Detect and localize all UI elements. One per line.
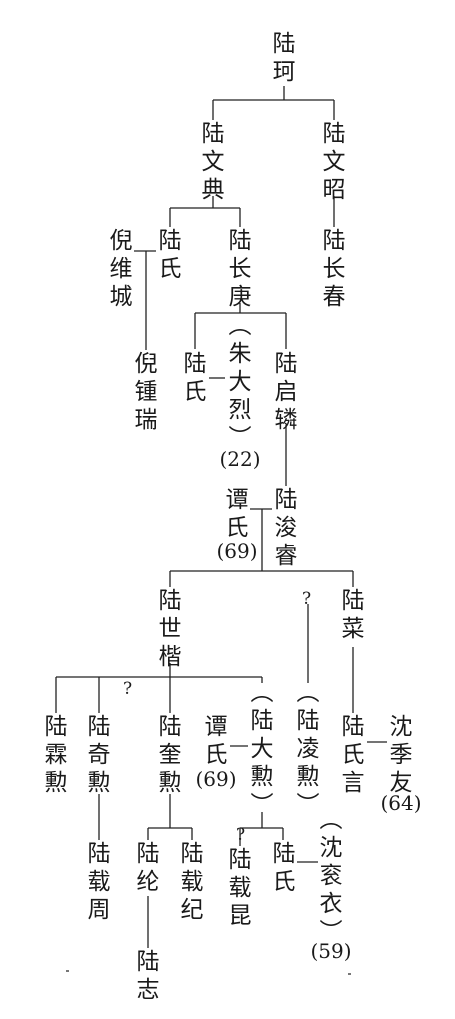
- person-lu-shi-1: 陆 氏: [158, 228, 182, 282]
- person-lu-lun: 陆 纶: [136, 841, 160, 895]
- person-zhu-dalie: ︵ 朱 大 烈 ︶: [228, 313, 252, 451]
- person-lu-wenzhao: 陆 文 昭: [322, 121, 346, 203]
- person-ni-zhongrui: 倪 锺 瑞: [134, 351, 158, 433]
- person-lu-changgeng: 陆 长 庚: [228, 228, 252, 310]
- question-mark-1: ?: [302, 589, 312, 609]
- person-lu-ke: 陆 珂: [272, 31, 296, 85]
- person-lu-shi-2: 陆 氏: [183, 351, 207, 405]
- person-ni-weicheng: 倪 维 城: [109, 228, 133, 310]
- person-lu-zaizhou: 陆 载 周: [87, 841, 111, 923]
- person-lu-daxun: ︵ 陆 大 勲 ︶: [250, 680, 274, 818]
- print-speck: [348, 973, 351, 975]
- print-speck: [66, 970, 69, 972]
- person-lu-rou: 陆 菜: [341, 588, 365, 642]
- person-lu-shi-3: 陆 氏: [272, 841, 296, 895]
- person-shen-gunyi: ︵ 沈 衮 衣 ︶: [319, 807, 343, 945]
- number-shen-gunyi: (59): [310, 939, 352, 963]
- person-lu-linxun: 陆 霖 勲: [44, 714, 68, 796]
- person-lu-zaikun: 陆 载 昆: [228, 847, 252, 929]
- person-shen-jiyou: 沈 季 友: [389, 714, 413, 796]
- person-lu-wendian: 陆 文 典: [201, 121, 225, 203]
- person-tan-shi-1: 谭 氏: [225, 487, 249, 541]
- number-shen-jiyou: (64): [380, 791, 422, 815]
- number-tan-shi-2: (69): [195, 767, 237, 791]
- person-lu-qilin: 陆 启 辚: [274, 351, 298, 433]
- person-lu-lingxun: ︵ 陆 凌 勲 ︶: [296, 680, 320, 818]
- person-lu-changchun: 陆 长 春: [322, 228, 346, 310]
- person-lu-zhi: 陆 志: [136, 949, 160, 1003]
- number-zhu-dalie: (22): [219, 447, 261, 471]
- question-mark-3: ?: [236, 825, 246, 845]
- person-tan-shi-2: 谭 氏: [204, 714, 228, 768]
- person-lu-shiyan: 陆 氏 言: [341, 714, 365, 796]
- person-lu-shijie: 陆 世 楷: [158, 588, 182, 670]
- question-mark-2: ?: [123, 679, 133, 699]
- person-lu-zaiji: 陆 载 纪: [180, 841, 204, 923]
- person-lu-junrui: 陆 浚 睿: [274, 487, 298, 569]
- number-tan-shi-1: (69): [216, 539, 258, 563]
- person-lu-qixun: 陆 奇 勲: [87, 714, 111, 796]
- person-lu-kuixun: 陆 奎 勲: [158, 714, 182, 796]
